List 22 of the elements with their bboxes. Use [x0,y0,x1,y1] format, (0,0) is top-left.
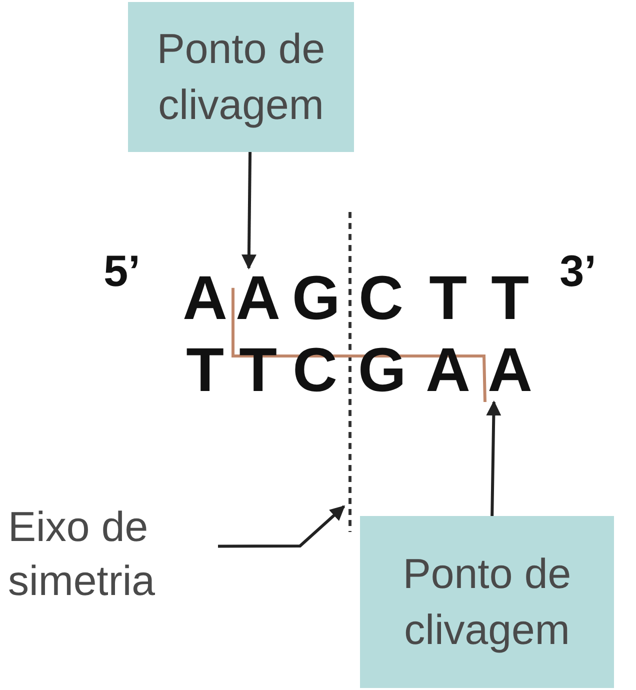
base-letter: G [292,268,338,330]
leader-line [218,505,346,548]
strand-end-label: 3’ [558,250,598,294]
base-letter: T [428,268,468,330]
callout-box: Ponto de clivagem [128,2,354,152]
base-letter: G [358,340,404,402]
base-letter: A [487,340,533,402]
base-letter: T [490,268,530,330]
base-letter: A [182,268,228,330]
symmetry-axis-line [348,212,352,532]
strand-end-label: 5’ [102,250,142,294]
cut-line [232,288,486,402]
callout-box: Ponto de clivagem [360,516,614,688]
base-letter: T [238,340,278,402]
base-letter: A [425,340,471,402]
base-letter: A [235,268,281,330]
leader-line [241,152,256,270]
base-letter: C [292,340,338,402]
leader-line [486,400,502,516]
base-letter: T [185,340,225,402]
axis-label: Eixo de simetria [8,500,218,608]
base-letter: C [358,268,404,330]
